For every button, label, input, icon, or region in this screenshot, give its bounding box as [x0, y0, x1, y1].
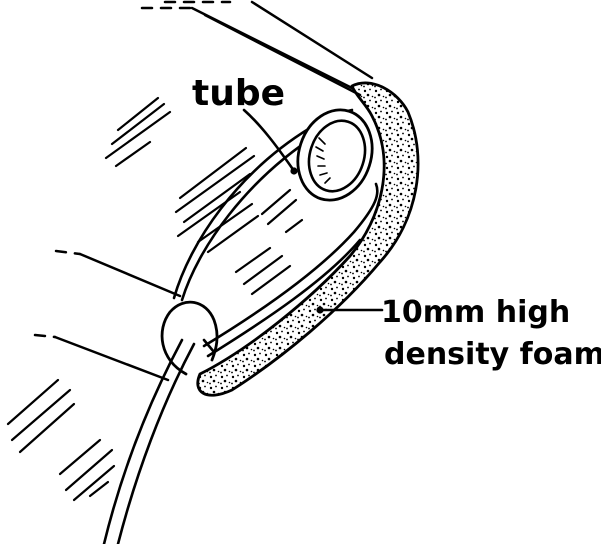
shading-hatches — [8, 98, 302, 500]
hatch-upper — [112, 104, 164, 144]
hatch-right — [268, 200, 296, 224]
tube-section — [287, 100, 384, 210]
cylinder-top-edge-3 — [252, 2, 372, 78]
hatch-upper — [116, 142, 150, 166]
tube-leader-dot — [290, 167, 297, 174]
hatch-bottom-left — [8, 380, 58, 424]
hatch-mid — [198, 204, 252, 242]
foam-label-line-2: density foam — [384, 337, 601, 372]
bottom-dashed-edge — [35, 335, 55, 337]
cylinder-dashes — [35, 2, 230, 337]
hatch-lower — [252, 266, 290, 294]
cylinder-middle-edge — [80, 254, 180, 296]
foam-label-line-1: 10mm high — [381, 295, 570, 330]
middle-dashed-edge — [56, 251, 80, 254]
hatch-bottom-left — [60, 440, 100, 474]
cable-edge-right — [118, 344, 194, 544]
tube-label: tube — [192, 73, 285, 114]
foam-leader-dot — [316, 306, 323, 313]
hatch-right — [286, 220, 302, 232]
hatch-lower — [244, 256, 282, 284]
exit-cable — [104, 340, 194, 544]
cylinder-bottom-edge — [55, 337, 168, 380]
hatch-right — [262, 190, 290, 214]
